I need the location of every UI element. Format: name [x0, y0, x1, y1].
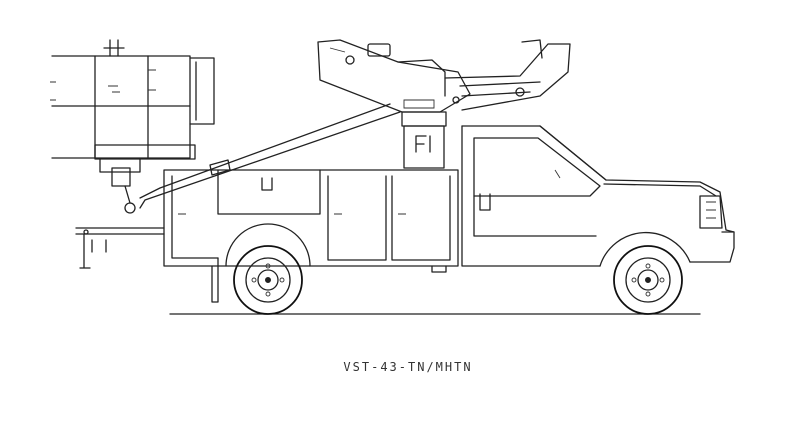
model-caption: VST-43-TN/MHTN	[343, 360, 473, 374]
utility-body	[163, 169, 459, 303]
front-wheel	[599, 231, 691, 315]
boom-pedestal	[401, 111, 447, 169]
truck-cab	[461, 125, 735, 267]
boom-assembly	[139, 39, 571, 209]
rear-outrigger	[75, 227, 165, 269]
rear-wheel	[225, 223, 311, 315]
aerial-bucket	[50, 39, 215, 214]
